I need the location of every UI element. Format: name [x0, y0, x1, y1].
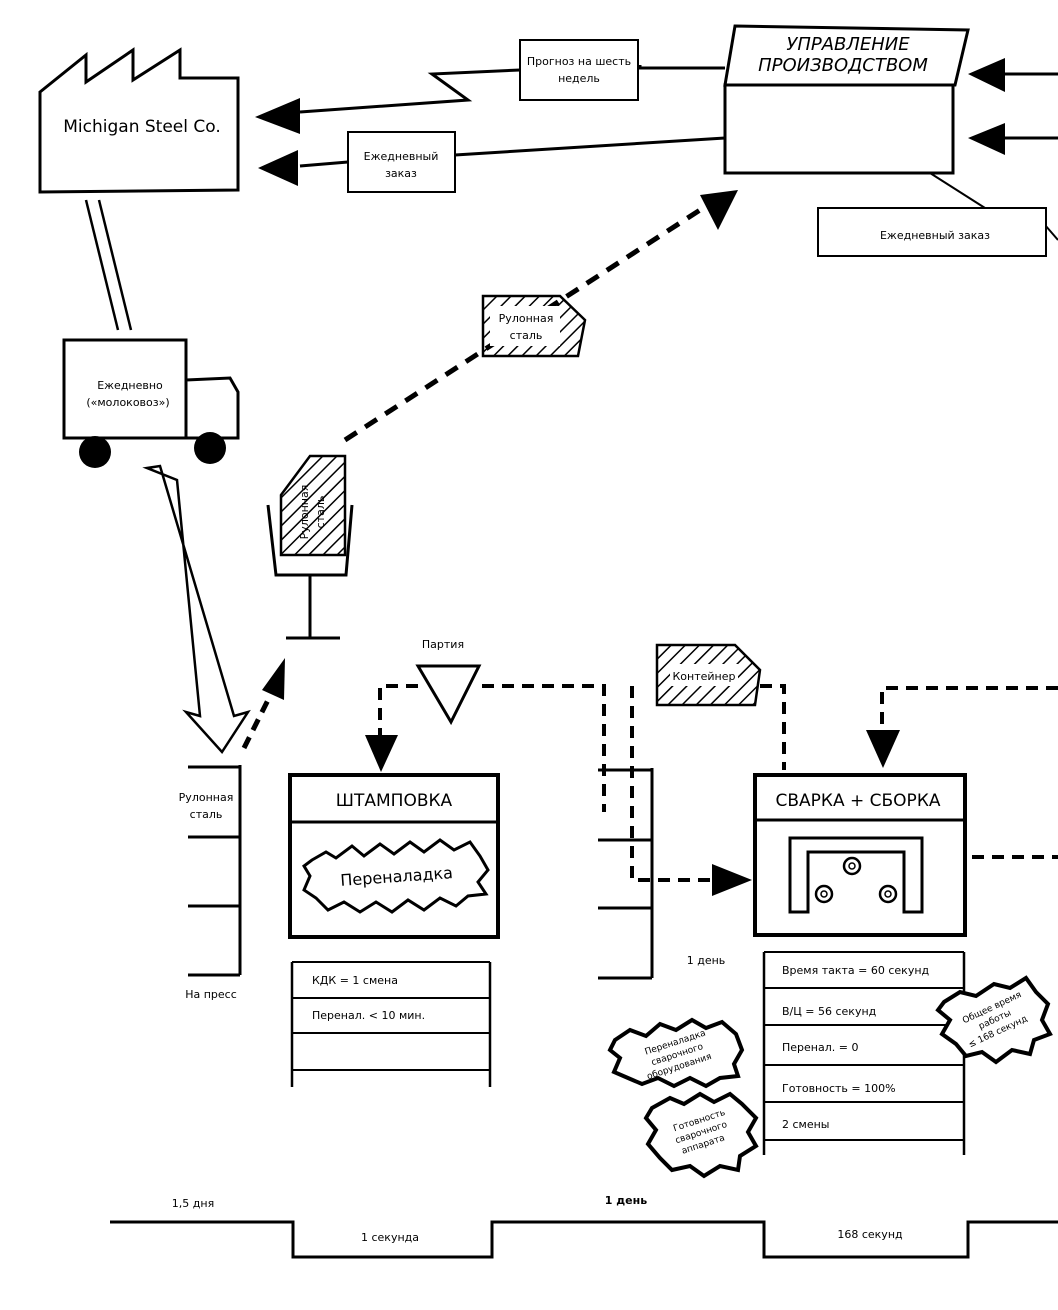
truck-label-2: («молоковоз») [86, 396, 169, 409]
withdrawal-kanban-label-2: сталь [510, 329, 543, 342]
forecast-label-2: недель [558, 72, 600, 85]
stamping-data-box: КДК = 1 смена Перенал. < 10 мин. [290, 961, 492, 1087]
stamping-data-row: КДК = 1 смена [312, 974, 398, 987]
supermarket-to-post-arrow [241, 658, 285, 750]
container-kanban-label: Контейнер [673, 670, 736, 683]
withdrawal-kanban: Рулонная сталь [481, 294, 587, 358]
batch-label: Партия [422, 638, 464, 651]
timeline-process-1: 1 секунда [361, 1231, 419, 1244]
steel-supermarket: Рулонная сталь На пресс [179, 765, 242, 1001]
timeline: 1,5 дня 1 день 1 секунда 168 секунд [110, 1194, 1058, 1259]
daily-order-supplier-label-1: Ежедневный [364, 150, 439, 163]
forecast-label-1: Прогноз на шесть [527, 55, 631, 68]
kanban-info-dashed-line [343, 190, 738, 443]
welding-data-row: Время такта = 60 секунд [782, 964, 930, 977]
welding-data-box: Время такта = 60 секунд В/Ц = 56 секунд … [762, 951, 966, 1155]
welding-process: СВАРКА + СБОРКА [753, 773, 967, 937]
welding-schedule-signal [866, 686, 1058, 859]
parts-supermarket: 1 день [598, 768, 726, 980]
timeline-lead-1: 1,5 дня [172, 1197, 214, 1210]
shipment-arrow [142, 464, 251, 755]
truck-label-1: Ежедневно [97, 379, 163, 392]
inventory-days-label: 1 день [687, 954, 726, 967]
production-control: УПРАВЛЕНИЕ ПРОИЗВОДСТВОМ [723, 24, 970, 175]
supermarket-label-2: сталь [190, 808, 223, 821]
stamping-process: ШТАМПОВКА Переналадка [288, 773, 500, 939]
daily-order-customer-flow: Ежедневный заказ [817, 172, 1058, 257]
timeline-lead-2: 1 день [605, 1194, 647, 1207]
kanban-post: Рулонная сталь [266, 454, 354, 640]
welding-title: СВАРКА + СБОРКА [775, 791, 940, 811]
forecast-flow: Прогноз на шесть недель [255, 39, 725, 134]
work-cell-icon [788, 836, 924, 914]
kaizen-burst-changeover: Переналадка сварочного оборудования [607, 1017, 745, 1089]
daily-order-supplier-flow: Ежедневный заказ [258, 131, 726, 193]
incoming-customer-arrows [968, 58, 1058, 155]
supplier-factory: Michigan Steel Co. [38, 47, 240, 194]
withdrawal-kanban-label-1: Рулонная [499, 312, 554, 325]
kaizen-burst-total-time: Общее время работы ≤ 168 секунд [935, 975, 1053, 1065]
post-kanban-label-2: сталь [314, 496, 327, 529]
daily-order-supplier-label-2: заказ [385, 167, 417, 180]
welding-data-row: 2 смены [782, 1118, 830, 1131]
truck: Ежедневно («молоковоз») [62, 338, 240, 468]
supermarket-bottom-label: На пресс [185, 988, 237, 1001]
post-kanban-label-1: Рулонная [298, 485, 311, 540]
production-control-title-2: ПРОИЗВОДСТВОМ [758, 55, 928, 76]
stamping-data-row: Перенал. < 10 мин. [312, 1009, 425, 1022]
production-control-title-1: УПРАВЛЕНИЕ [786, 34, 910, 55]
kaizen-burst-uptime: Готовность сварочного аппарата [643, 1091, 759, 1179]
timeline-process-2: 168 секунд [837, 1228, 903, 1241]
welding-data-row: В/Ц = 56 секунд [782, 1005, 877, 1018]
welding-data-row: Перенал. = 0 [782, 1041, 858, 1054]
stamping-title: ШТАМПОВКА [336, 791, 453, 811]
supplier-name: Michigan Steel Co. [63, 117, 221, 137]
supermarket-label-1: Рулонная [179, 791, 234, 804]
container-kanban-flow: Контейнер [630, 643, 786, 896]
daily-order-customer-label: Ежедневный заказ [880, 229, 990, 242]
supplier-to-truck-lines [84, 199, 133, 331]
welding-data-row: Готовность = 100% [782, 1082, 896, 1095]
